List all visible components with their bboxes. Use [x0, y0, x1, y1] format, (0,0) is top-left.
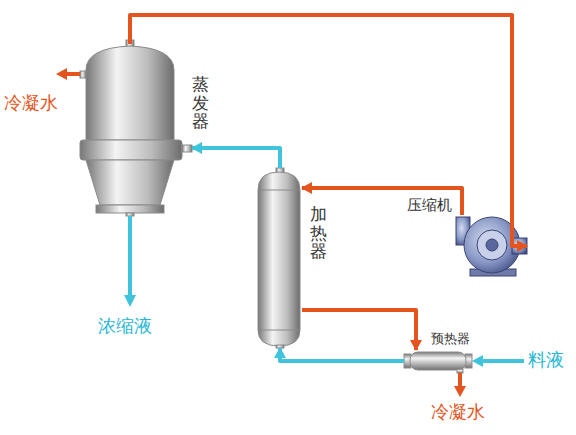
feed-label: 料液	[528, 349, 564, 371]
pipe-line	[280, 348, 404, 361]
preheater-vessel	[404, 352, 472, 373]
outlet-label: 冷凝水	[431, 401, 485, 423]
preheater-node: 预热器	[404, 350, 472, 372]
evaporator-vessel	[80, 40, 192, 216]
equipment-name: 预热器	[431, 331, 470, 347]
product-label: 浓缩液	[98, 315, 152, 337]
equipment-name: 蒸发器	[192, 75, 209, 131]
heater-vessel	[258, 168, 300, 348]
evaporator-node: 蒸发器	[80, 44, 192, 216]
equipment-name: 压缩机	[407, 196, 452, 214]
equipment-name: 加热器	[310, 205, 327, 261]
compressor-node: 压缩机	[455, 215, 527, 277]
pipe-line	[130, 15, 527, 246]
pipe-line	[192, 148, 280, 168]
outlet-arrows	[56, 68, 524, 397]
pipe-line	[302, 310, 416, 350]
outlet-label: 冷凝水	[4, 92, 58, 114]
heater-node: 加热器	[256, 168, 302, 348]
